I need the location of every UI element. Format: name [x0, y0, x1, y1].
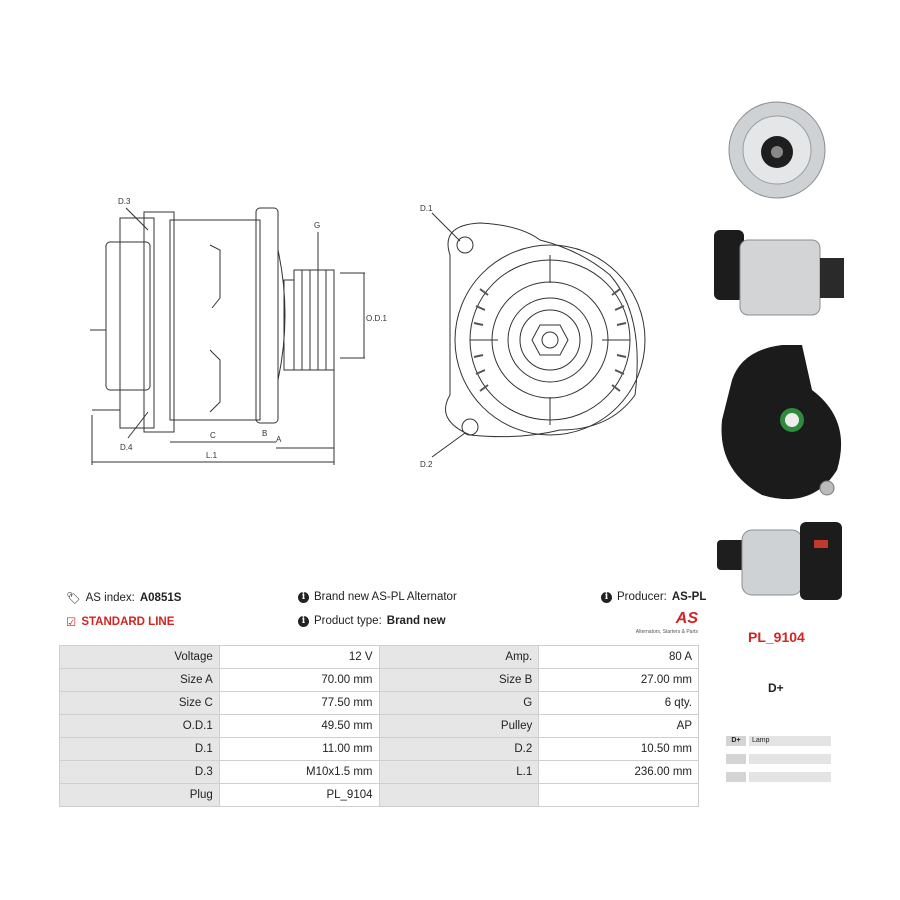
label-l1: L.1 — [206, 451, 218, 460]
spec-key: Size C — [59, 691, 220, 715]
label-c: C — [210, 431, 216, 440]
spec-key: D.3 — [59, 760, 220, 784]
product-type-value: Brand new — [386, 615, 446, 627]
producer-label: Producer: — [617, 591, 667, 603]
tag-icon: 🏷 — [66, 593, 81, 605]
product-photos — [714, 101, 844, 600]
table-row: Voltage 12 V Amp. 80 A — [59, 645, 699, 669]
label-g: G — [314, 221, 320, 230]
spec-value: 12 V — [218, 645, 380, 669]
standard-line-row: ☑ STANDARD LINE — [66, 615, 174, 629]
spec-value: 70.00 mm — [218, 668, 380, 692]
spec-key: O.D.1 — [59, 714, 220, 738]
plug-title: D+ — [768, 681, 784, 695]
spec-key: D.1 — [59, 737, 220, 761]
table-row: O.D.1 49.50 mm Pulley AP — [59, 714, 699, 738]
photo-side — [714, 230, 844, 316]
spec-value: AP — [538, 714, 699, 738]
logo-tagline: Alternators, Starters & Parts — [635, 629, 698, 635]
spec-value: 236.00 mm — [538, 760, 699, 784]
logo-text: AS — [675, 610, 698, 627]
info-icon: i — [601, 591, 612, 603]
label-od1: O.D.1 — [366, 314, 387, 323]
brand-new-text: Brand new AS-PL Alternator — [314, 591, 457, 603]
table-row: Plug PL_9104 — [59, 783, 699, 807]
spec-key: L.1 — [378, 760, 540, 784]
pin-row: D+ Lamp — [726, 736, 831, 746]
label-d3: D.3 — [118, 197, 131, 206]
spec-value: M10x1.5 mm — [218, 760, 380, 784]
pin-function — [749, 772, 831, 782]
as-index-value: A0851S — [139, 592, 182, 604]
pin-function — [749, 754, 831, 764]
info-icon: i — [298, 615, 309, 627]
spec-key: Size B — [378, 668, 540, 692]
spec-value: 11.00 mm — [218, 737, 380, 761]
plug-pin-table: D+ Lamp — [726, 736, 831, 790]
spec-value — [538, 783, 699, 807]
spec-key: Amp. — [378, 645, 540, 669]
photo-rear — [721, 345, 842, 500]
front-view-drawing: D.1 D.2 — [420, 204, 646, 469]
pin-row — [726, 754, 831, 764]
table-row: D.3 M10x1.5 mm L.1 236.00 mm — [59, 760, 699, 784]
product-type-label: Product type: — [314, 615, 382, 627]
pin-row — [726, 772, 831, 782]
side-view-drawing: D.3 D.4 G O.D.1 C B A L.1 — [90, 197, 387, 465]
spec-key — [378, 783, 540, 807]
table-row: Size C 77.50 mm G 6 qty. — [59, 691, 699, 715]
standard-line-label: STANDARD LINE — [81, 616, 175, 628]
pin-name: D+ — [726, 736, 746, 746]
label-b: B — [262, 429, 267, 438]
spec-table: Voltage 12 V Amp. 80 A Size A 70.00 mm S… — [59, 645, 699, 807]
label-d4: D.4 — [120, 443, 133, 452]
spec-key: D.2 — [378, 737, 540, 761]
spec-value: 27.00 mm — [538, 668, 699, 692]
producer-row: i Producer: AS-PL — [601, 591, 706, 603]
pin-name — [726, 772, 746, 782]
photo-perspective — [717, 522, 842, 600]
label-d2: D.2 — [420, 460, 433, 469]
spec-value: 10.50 mm — [538, 737, 699, 761]
product-type-row: i Product type: Brand new — [298, 615, 446, 627]
checkbox-edit-icon: ☑ — [66, 617, 77, 629]
photo-front — [728, 101, 826, 199]
spec-value: PL_9104 — [218, 783, 380, 807]
spec-value: 77.50 mm — [218, 691, 380, 715]
as-index-label: AS index: — [85, 592, 135, 604]
spec-key: Size A — [59, 668, 220, 692]
plug-code: PL_9104 — [748, 629, 805, 645]
pin-function: Lamp — [749, 736, 831, 746]
spec-key: G — [378, 691, 540, 715]
brand-new-row: i Brand new AS-PL Alternator — [298, 591, 457, 603]
spec-key: Voltage — [59, 645, 220, 669]
spec-value: 49.50 mm — [218, 714, 380, 738]
producer-value: AS-PL — [671, 591, 707, 603]
spec-key: Plug — [59, 783, 220, 807]
label-a: A — [276, 435, 282, 444]
pin-name — [726, 754, 746, 764]
spec-value: 80 A — [538, 645, 699, 669]
label-d1: D.1 — [420, 204, 433, 213]
spec-key: Pulley — [378, 714, 540, 738]
as-index-row: 🏷 AS index: A0851S — [66, 591, 181, 605]
table-row: Size A 70.00 mm Size B 27.00 mm — [59, 668, 699, 692]
spec-value: 6 qty. — [538, 691, 699, 715]
as-pl-logo: AS Alternators, Starters & Parts — [636, 610, 698, 636]
table-row: D.1 11.00 mm D.2 10.50 mm — [59, 737, 699, 761]
info-icon: i — [298, 591, 309, 603]
